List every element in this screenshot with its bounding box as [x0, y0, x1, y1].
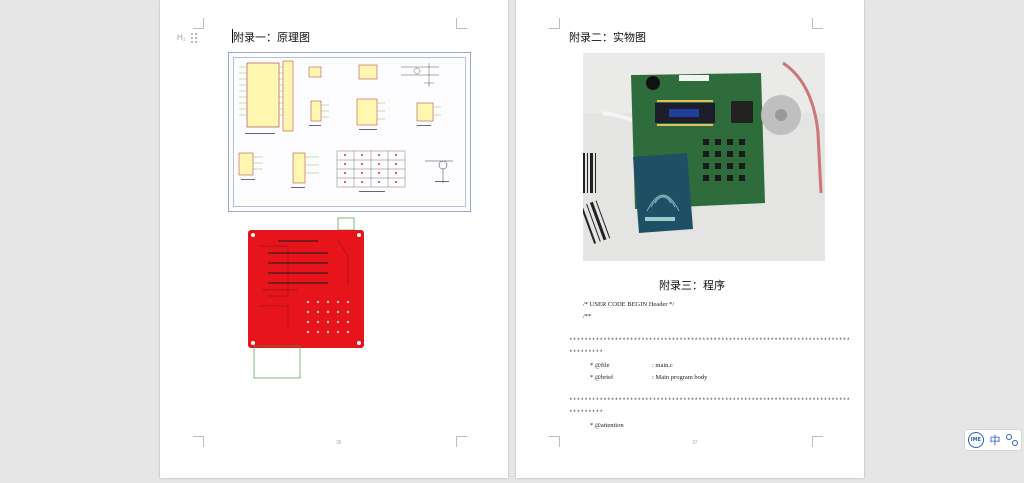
- drag-handle-icon[interactable]: [190, 32, 198, 44]
- punctuation-mode-icon[interactable]: [1006, 434, 1019, 446]
- document-page-right: 附录二：实物图: [516, 0, 864, 478]
- program-appendix-heading[interactable]: 附录三：程序: [659, 279, 725, 292]
- hardware-photo[interactable]: [583, 53, 825, 261]
- appendix-heading[interactable]: 附录一：原理图: [233, 31, 310, 44]
- page-number: 37: [692, 440, 698, 446]
- doc-value-brief[interactable]: : Main program body: [652, 374, 708, 381]
- margin-mark: [812, 18, 823, 29]
- pcb-layout-image[interactable]: [248, 216, 368, 380]
- ime-logo-icon[interactable]: IME: [967, 432, 984, 448]
- doc-value-file[interactable]: : main.c: [652, 362, 673, 369]
- schematic-diagram[interactable]: [228, 52, 471, 212]
- margin-mark: [549, 18, 560, 29]
- comment-divider: ****************************************…: [569, 397, 851, 404]
- page-number: 36: [336, 440, 342, 446]
- comment-divider: ****************************************…: [569, 337, 851, 344]
- doc-tag-attention[interactable]: * @attention: [590, 422, 624, 429]
- ime-toolbar[interactable]: IME 中: [964, 429, 1022, 451]
- appendix-heading[interactable]: 附录二：实物图: [569, 31, 646, 44]
- ime-mode-chinese[interactable]: 中: [989, 434, 1001, 447]
- comment-divider: *********: [569, 349, 604, 356]
- margin-mark: [193, 436, 204, 447]
- margin-mark: [456, 436, 467, 447]
- comment-divider: *********: [569, 409, 604, 416]
- heading-level-marker[interactable]: H₁: [177, 33, 186, 42]
- doc-tag-brief[interactable]: * @brief: [590, 374, 614, 381]
- margin-mark: [812, 436, 823, 447]
- document-page-left: 附录一：原理图: [160, 0, 508, 478]
- code-line[interactable]: /**: [583, 313, 592, 320]
- margin-mark: [549, 436, 560, 447]
- margin-mark: [193, 18, 204, 29]
- code-line[interactable]: /* USER CODE BEGIN Header */: [583, 301, 675, 308]
- margin-mark: [456, 18, 467, 29]
- doc-tag-file[interactable]: * @file: [590, 362, 610, 369]
- text-cursor: [232, 29, 233, 43]
